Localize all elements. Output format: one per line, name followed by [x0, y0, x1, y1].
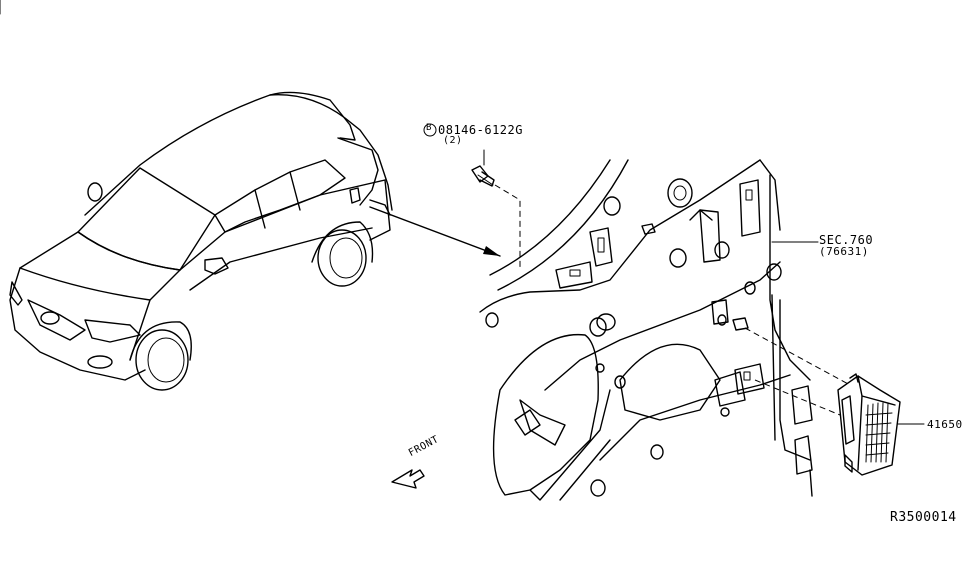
- module-dash-line-1: [744, 327, 851, 386]
- module-part-number: 41650: [927, 418, 963, 431]
- bolt-marker-letter: B: [426, 123, 432, 133]
- body-panel-detail: [479, 159, 813, 501]
- bolt-dash-line: [494, 184, 521, 270]
- bolt-marker-circle: [423, 123, 437, 137]
- bolt-icon: [471, 165, 495, 187]
- sec-reference: SEC.760: [819, 233, 874, 247]
- bolt-quantity: (2): [443, 135, 463, 146]
- vehicle-illustration: [9, 91, 393, 391]
- diagram-id: R3500014: [890, 510, 957, 525]
- module-dash-line-2: [754, 379, 841, 416]
- sec-subreference: (76631): [819, 245, 869, 258]
- front-arrow-icon: [391, 469, 425, 489]
- bolt-part-number: 08146-6122G: [438, 123, 523, 137]
- control-module: [837, 373, 901, 476]
- location-arrow: [369, 206, 501, 257]
